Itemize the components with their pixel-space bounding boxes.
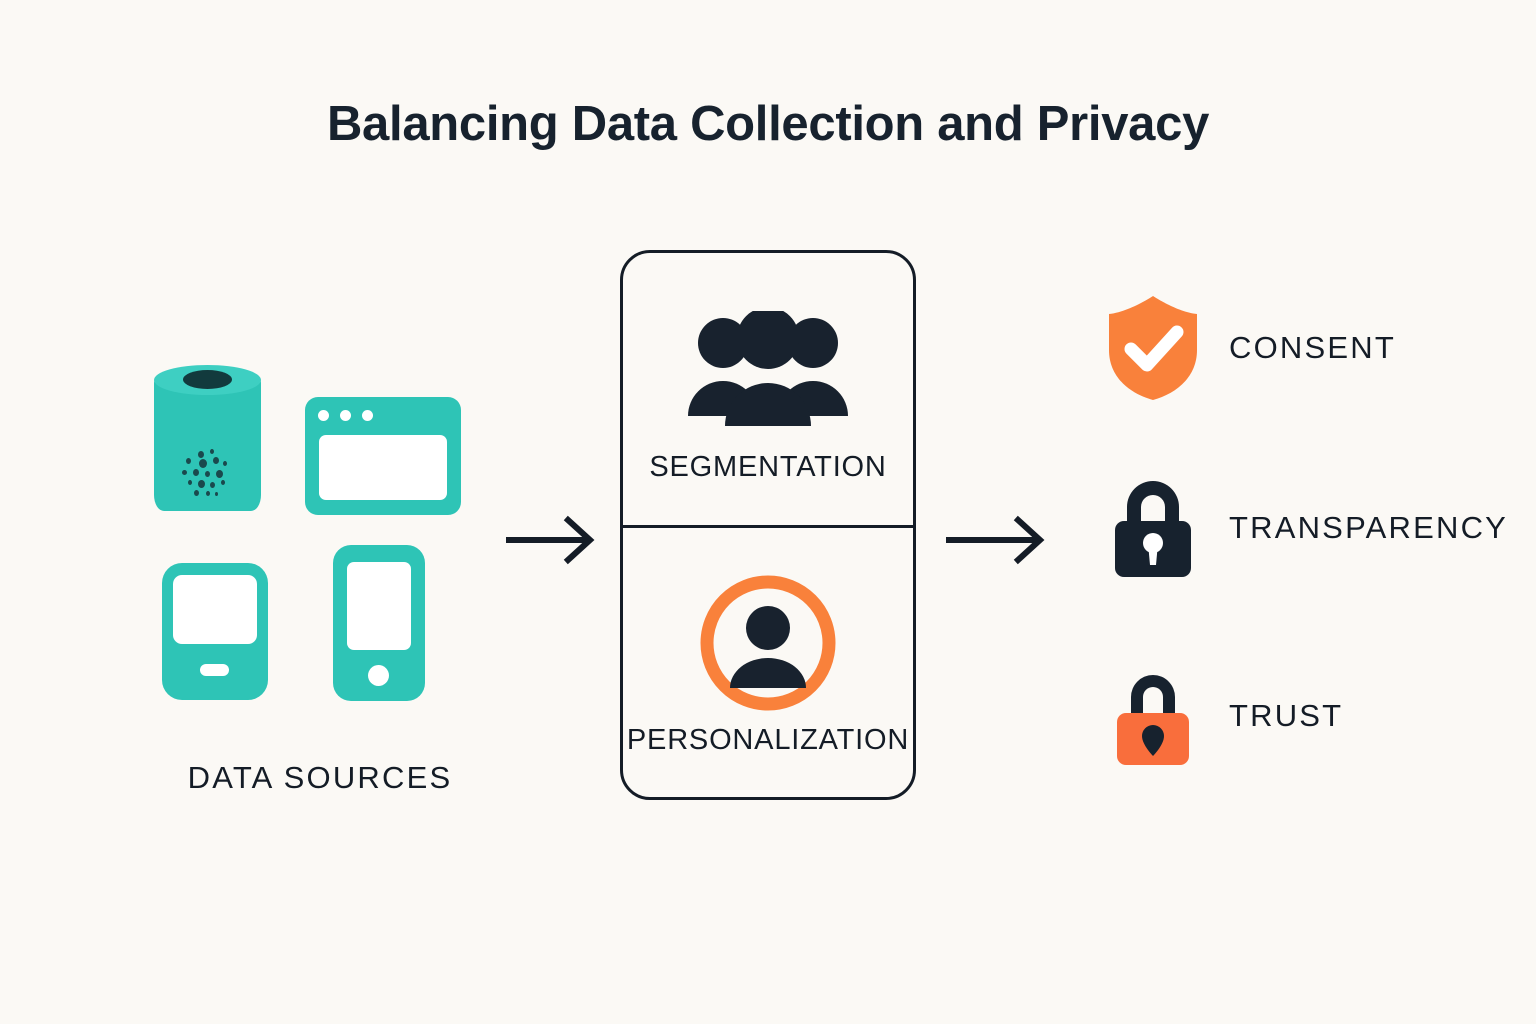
- shield-check-icon: [1105, 293, 1201, 403]
- speaker-top-hole: [183, 370, 232, 389]
- smart-speaker-icon: [154, 365, 261, 517]
- data-sources-label-wrap: DATA SOURCES: [150, 760, 490, 796]
- segmentation-section: SEGMENTATION: [623, 253, 913, 525]
- data-sources-group: [150, 355, 490, 815]
- smartphone-icon: [333, 545, 425, 701]
- personalization-section: PERSONALIZATION: [623, 525, 913, 797]
- browser-dot: [340, 410, 351, 421]
- browser-viewport: [319, 435, 447, 500]
- padlock-icon-trust: [1105, 661, 1201, 771]
- principle-trust-label: TRUST: [1229, 698, 1344, 733]
- speaker-grille: [180, 449, 232, 499]
- arrow-right-icon-2: [940, 510, 1060, 570]
- browser-dots: [318, 410, 373, 421]
- browser-window-icon: [305, 397, 461, 515]
- padlock-icon-transparency: [1105, 473, 1201, 583]
- processing-container: SEGMENTATION PERSONALIZATION: [620, 250, 916, 800]
- personalization-label: PERSONALIZATION: [626, 724, 910, 756]
- tablet-screen: [173, 575, 257, 644]
- principle-transparency: TRANSPARENCY: [1105, 468, 1508, 588]
- segmentation-label: SEGMENTATION: [649, 450, 887, 483]
- phone-screen: [347, 562, 411, 650]
- people-group-icon: [678, 295, 858, 445]
- user-circle-icon: [695, 568, 841, 718]
- speaker-body: [154, 377, 261, 511]
- browser-dot: [318, 410, 329, 421]
- tablet-icon: [162, 563, 268, 700]
- phone-home-button: [368, 665, 389, 686]
- principle-consent: CONSENT: [1105, 288, 1396, 408]
- browser-dot: [362, 410, 373, 421]
- tablet-home-button: [200, 664, 229, 676]
- principle-trust: TRUST: [1105, 656, 1343, 776]
- principle-transparency-label: TRANSPARENCY: [1229, 510, 1509, 545]
- data-sources-label: DATA SOURCES: [187, 760, 453, 795]
- page-title: Balancing Data Collection and Privacy: [326, 97, 1210, 151]
- principle-consent-label: CONSENT: [1229, 330, 1396, 365]
- arrow-right-icon-1: [500, 510, 610, 570]
